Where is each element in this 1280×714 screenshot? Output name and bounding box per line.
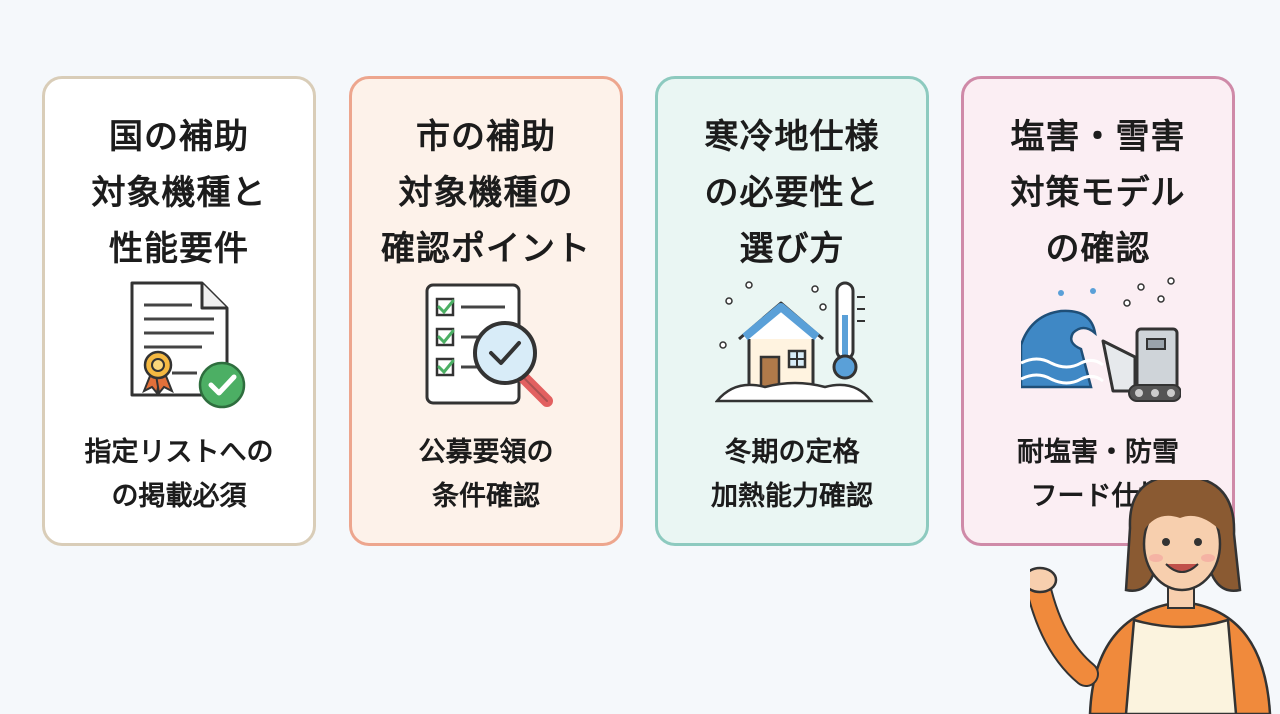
card-description: 冬期の定格 加熱能力確認: [711, 437, 873, 512]
card-title: 寒冷地仕様 の必要性と 選び方: [704, 117, 880, 269]
card-title: 市の補助 対象機種の 確認ポイント: [381, 117, 591, 269]
wave-snow-outdoor-unit-icon: [1021, 277, 1181, 402]
card-description: 指定リストへの の掲載必須: [84, 437, 274, 512]
snow-house-thermometer-icon: [715, 281, 874, 403]
certificate-check-icon: [130, 281, 246, 409]
checklist-magnifier-icon: [425, 283, 553, 407]
card-title: 国の補助 対象機種と 性能要件: [91, 117, 267, 269]
card-cold-climate: 寒冷地仕様 の必要性と 選び方 冬期の定格 加熱能力確認: [655, 76, 929, 546]
card-national-subsidy: 国の補助 対象機種と 性能要件 指定リストへの の掲載必須: [42, 76, 316, 546]
card-title: 塩害・雪害 対策モデル の確認: [1010, 117, 1186, 269]
presenter-woman-illustration: [1030, 480, 1272, 714]
card-salt-snow-damage: 塩害・雪害 対策モデル の確認 耐塩害・防雪 フード仕様: [961, 76, 1235, 546]
card-description: 公募要領の 条件確認: [418, 437, 554, 512]
card-city-subsidy: 市の補助 対象機種の 確認ポイント 公募要領の 条件確認: [349, 76, 623, 546]
